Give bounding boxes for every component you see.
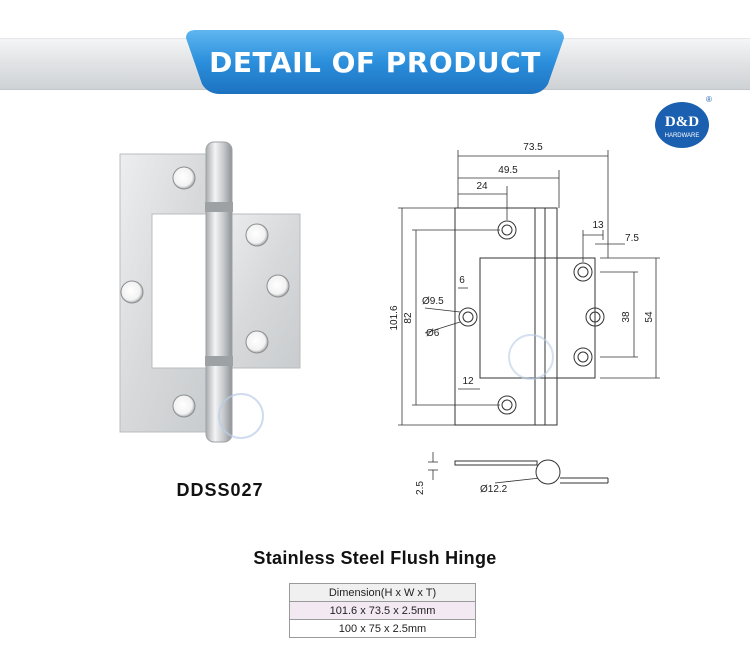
banner-tab: [186, 30, 564, 94]
spec-table-cell: 101.6 x 73.5 x 2.5mm: [289, 601, 476, 620]
dim-73-5: 73.5: [523, 142, 543, 153]
dim-hole-inner: Ø6: [426, 328, 440, 339]
spec-table-row: 101.6 x 73.5 x 2.5mm: [289, 601, 476, 620]
spec-table-cell: 100 x 75 x 2.5mm: [289, 619, 476, 638]
dim-13: 13: [592, 220, 604, 231]
dim-101-6: 101.6: [389, 305, 400, 330]
model-number: DDSS027: [176, 480, 264, 500]
dim-hole-outer: Ø9.5: [422, 296, 444, 307]
dim-49-5: 49.5: [498, 165, 518, 176]
spec-table: Dimension(H x W x T) 101.6 x 73.5 x 2.5m…: [289, 583, 476, 638]
dim-12: 12: [462, 376, 474, 387]
dim-54: 54: [644, 311, 655, 323]
dim-7-5: 7.5: [625, 233, 639, 244]
spec-table-header: Dimension(H x W x T): [289, 583, 476, 602]
dim-knuckle: Ø12.2: [480, 484, 508, 495]
technical-drawing: 73.5 49.5 24 13 7.5 6 Ø9.5 Ø6 101.6 82 3…: [389, 142, 660, 495]
registered-mark: ®: [706, 95, 712, 104]
logo-mark: D&D: [665, 114, 699, 130]
dim-6: 6: [459, 275, 465, 286]
spec-table-header-row: Dimension(H x W x T): [289, 583, 476, 602]
banner-title: DETAIL OF PRODUCT: [209, 46, 541, 79]
hinge-photo: [119, 141, 301, 443]
spec-table-row: 100 x 75 x 2.5mm: [289, 619, 476, 638]
dim-24: 24: [476, 181, 488, 192]
logo-sub: HARDWARE: [665, 133, 700, 139]
product-title: Stainless Steel Flush Hinge: [253, 548, 497, 568]
dim-38: 38: [621, 311, 632, 323]
dim-2-5: 2.5: [415, 481, 426, 495]
brand-logo: D&D HARDWARE: [655, 102, 709, 148]
dim-82: 82: [403, 312, 414, 324]
